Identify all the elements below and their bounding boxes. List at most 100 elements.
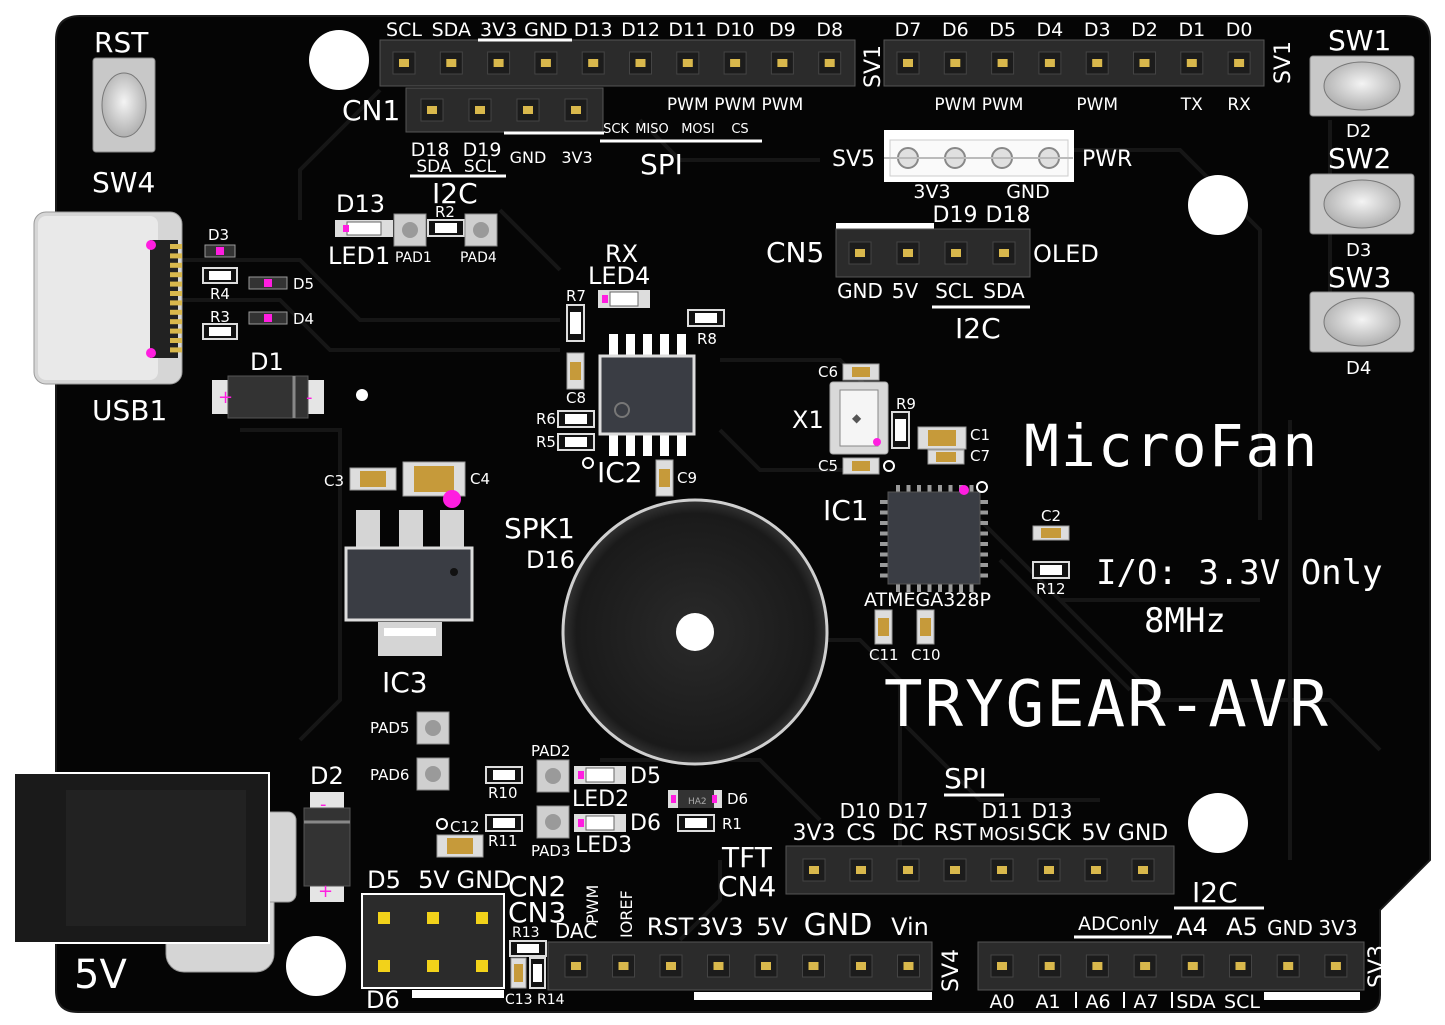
cn5-pin-label: D19 <box>933 203 978 228</box>
pin-contact <box>903 249 913 257</box>
c7-capacitor <box>927 449 965 465</box>
cn1-spi-label: SPI <box>640 148 683 181</box>
r12-resistor <box>1032 561 1070 579</box>
r14-label: R14 <box>537 992 565 1008</box>
reset-button[interactable] <box>92 57 156 153</box>
cn5-pin-label: 5V <box>892 279 919 303</box>
cn2-pin[interactable] <box>378 960 390 972</box>
ic-leg <box>896 584 900 592</box>
pin-contact <box>761 962 771 970</box>
r4-resistor <box>202 267 238 284</box>
led2-d5-label: D5 <box>630 764 661 789</box>
c13-capacitor <box>510 957 527 989</box>
pin-contact <box>540 59 551 67</box>
pin-label: D4 <box>1037 19 1064 41</box>
r12-label: R12 <box>1036 580 1066 598</box>
c12-label: C12 <box>450 818 480 836</box>
cn2-pin[interactable] <box>427 912 439 924</box>
tft-gpio-label: D17 <box>888 799 929 823</box>
sw1-pin: D2 <box>1346 121 1371 142</box>
pin-contact <box>1138 866 1148 874</box>
d5-diode <box>248 276 288 290</box>
r9-label: R9 <box>896 395 916 413</box>
ic-leg <box>980 500 988 504</box>
d3-diode <box>204 244 236 258</box>
pad6 <box>416 757 450 791</box>
ic-leg <box>896 485 900 493</box>
pad2 <box>536 759 570 793</box>
pin-contact <box>493 59 504 67</box>
cn2-pin[interactable] <box>427 960 439 972</box>
r11-resistor <box>485 814 523 832</box>
sv4-pin-label: Vin <box>891 913 929 941</box>
cn2-pin[interactable] <box>378 912 390 924</box>
pin-contact <box>997 962 1007 970</box>
cn2-silk <box>412 990 504 998</box>
sv3-pin-label: A0 <box>989 991 1014 1013</box>
cn2-pin-label: GND <box>456 866 511 894</box>
pin-contact <box>950 866 960 874</box>
pin-contact <box>475 106 485 114</box>
pin-contact <box>730 59 741 67</box>
sv3-pin-label: A1 <box>1035 991 1060 1013</box>
sv3-pin-label: 3V3 <box>1318 916 1357 940</box>
c4-label: C4 <box>470 470 490 488</box>
usb-c-connector[interactable] <box>33 211 183 385</box>
dc-5v-label: 5V <box>74 952 127 998</box>
ic3-regulator <box>344 510 474 656</box>
c9-capacitor <box>655 459 674 497</box>
r5-resistor <box>557 433 595 451</box>
cn2-pin[interactable] <box>476 912 488 924</box>
tft-header-body <box>785 845 1175 895</box>
mounting-hole <box>1188 175 1248 235</box>
pin-label: D13 <box>574 19 613 41</box>
dc-jack[interactable] <box>13 772 297 973</box>
ic-leg <box>609 334 618 356</box>
pad1 <box>393 213 427 247</box>
r7-label: R7 <box>566 287 586 305</box>
pin-label: D9 <box>769 19 796 41</box>
sw3-pin: D4 <box>1346 358 1371 379</box>
cn5-pin-label: SCL <box>935 279 974 303</box>
ic-leg <box>980 542 988 546</box>
pad4 <box>464 213 498 247</box>
sv3-pin-label: SCL <box>1224 991 1260 1013</box>
ic2-pin1-marker <box>582 457 594 469</box>
bottom-left-header-body <box>547 941 933 991</box>
sv3-silk <box>1264 992 1360 1000</box>
sw3-button[interactable] <box>1309 291 1415 353</box>
cn1-pin-label: SCL <box>464 157 497 177</box>
led2 <box>574 766 626 784</box>
d16-label: D16 <box>526 546 575 574</box>
pin-label: D12 <box>621 19 660 41</box>
ic-leg <box>609 434 618 456</box>
led4-label: LED4 <box>588 262 650 290</box>
tft-pin-label: SCK <box>1027 821 1071 846</box>
rst-label: RST <box>94 26 149 59</box>
pin-label: GND <box>524 19 568 41</box>
pin-contact <box>950 59 961 67</box>
via <box>356 389 368 401</box>
r1-label: R1 <box>722 815 742 833</box>
sw1-button[interactable] <box>1309 55 1415 117</box>
d6-diode: HA2 <box>668 790 722 808</box>
pin-contact <box>997 866 1007 874</box>
r8-resistor <box>687 309 725 327</box>
speaker-buzzer <box>561 498 829 766</box>
usb-pin <box>170 281 182 287</box>
d1-diode: + - <box>212 375 324 419</box>
cn2-pin[interactable] <box>476 960 488 972</box>
pad1-label: PAD1 <box>395 250 432 266</box>
cn2-pin-label: 5V <box>418 866 450 894</box>
pin-label: SCL <box>386 19 422 41</box>
ic-leg <box>660 434 669 456</box>
tft-pin-label: 5V <box>1081 821 1110 846</box>
usb-r3-label: R3 <box>210 308 230 326</box>
ic2-label: IC2 <box>597 456 643 489</box>
pin-contact <box>1140 962 1151 970</box>
r9-resistor <box>891 411 910 449</box>
pin-label: 3V3 <box>480 19 517 41</box>
sw2-button[interactable] <box>1309 173 1415 235</box>
ic-leg <box>677 434 686 456</box>
tft-gpio-label: D10 <box>840 799 881 823</box>
